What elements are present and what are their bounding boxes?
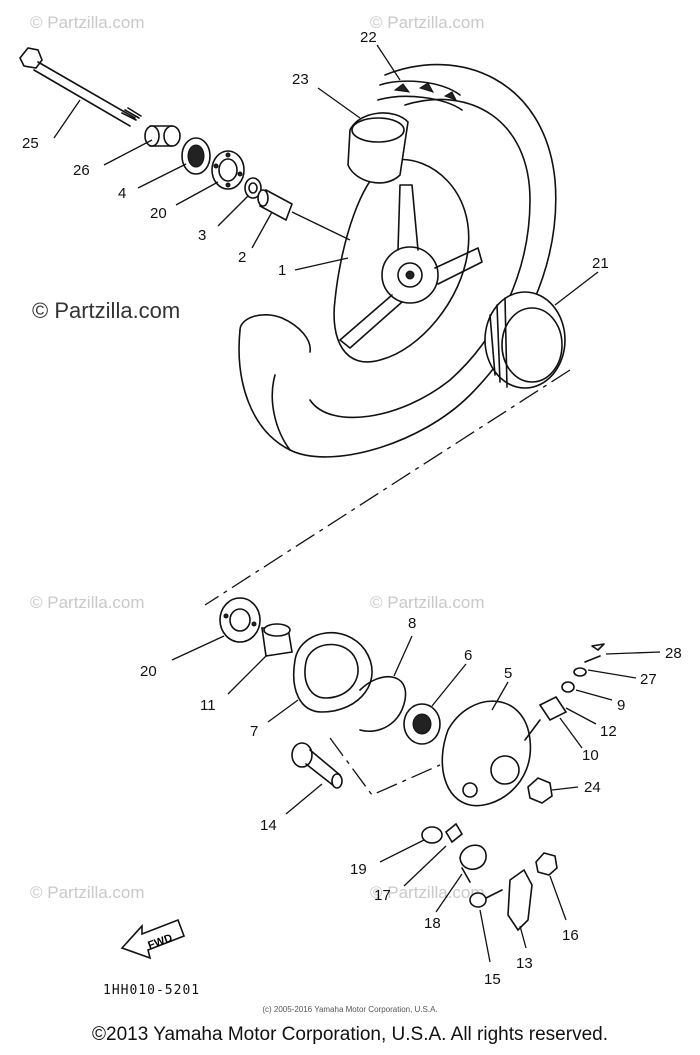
callout-24[interactable]: 24	[584, 779, 601, 796]
callout-4[interactable]: 4	[118, 185, 126, 202]
spring-part[interactable]	[359, 676, 407, 732]
callout-6[interactable]: 6	[464, 647, 472, 664]
callout-23[interactable]: 23	[292, 71, 309, 88]
axle-part[interactable]	[19, 47, 142, 127]
callout-27[interactable]: 27	[640, 671, 657, 688]
nut-part[interactable]	[527, 777, 553, 804]
indicator-part[interactable]	[444, 822, 464, 844]
spacer-part[interactable]	[257, 188, 293, 222]
watermark: © Partzilla.com	[370, 593, 485, 612]
callout-12[interactable]: 12	[600, 723, 617, 740]
small-copyright: (c) 2005-2016 Yamaha Motor Corporation, …	[262, 1005, 438, 1014]
callout-7[interactable]: 7	[250, 723, 258, 740]
callout-8[interactable]: 8	[408, 615, 416, 632]
callout-14[interactable]: 14	[260, 817, 277, 834]
speedometer-joint-part[interactable]	[524, 695, 568, 741]
callout-17[interactable]: 17	[374, 887, 391, 904]
oil-seal-part[interactable]	[403, 703, 441, 745]
bearing-part[interactable]	[219, 597, 261, 643]
callout-10[interactable]: 10	[582, 747, 599, 764]
bolt-part[interactable]	[469, 889, 503, 908]
watermark: © Partzilla.com	[32, 298, 180, 323]
watermark: © Partzilla.com	[370, 13, 485, 32]
callout-20a[interactable]: 20	[150, 205, 167, 222]
callout-20b[interactable]: 20	[140, 663, 157, 680]
callout-21[interactable]: 21	[592, 255, 609, 272]
washer-part[interactable]	[244, 177, 262, 199]
callout-9[interactable]: 9	[617, 697, 625, 714]
watermark: © Partzilla.com	[30, 13, 145, 32]
callout-2[interactable]: 2	[238, 249, 246, 266]
callout-26[interactable]: 26	[73, 162, 90, 179]
clip-part[interactable]	[591, 643, 605, 651]
camshaft-part[interactable]	[291, 742, 343, 789]
brake-drum-ring-part[interactable]	[484, 291, 566, 389]
callout-18[interactable]: 18	[424, 915, 441, 932]
watermark: © Partzilla.com	[30, 593, 145, 612]
callout-5[interactable]: 5	[504, 665, 512, 682]
brake-shoe-plate-part[interactable]	[441, 700, 532, 807]
callout-16[interactable]: 16	[562, 927, 579, 944]
watermark: © Partzilla.com	[30, 883, 145, 902]
callout-13[interactable]: 13	[516, 955, 533, 972]
footer-copyright: ©2013 Yamaha Motor Corporation, U.S.A. A…	[92, 1024, 608, 1045]
seal-part[interactable]	[459, 844, 487, 883]
bearing-part[interactable]	[211, 150, 245, 190]
drawing-code: 1HH010-5201	[103, 983, 201, 998]
brake-shoe-part[interactable]	[293, 632, 373, 713]
callout-25[interactable]: 25	[22, 135, 39, 152]
callout-11[interactable]: 11	[200, 697, 216, 714]
forward-arrow-icon: FWD	[120, 918, 186, 960]
rim-band-part[interactable]	[347, 112, 409, 184]
nut-part[interactable]	[535, 852, 558, 876]
watermark: © Partzilla.com	[370, 883, 485, 902]
callout-19[interactable]: 19	[350, 861, 367, 878]
callout-22[interactable]: 22	[360, 29, 377, 46]
pin-part[interactable]	[584, 655, 601, 663]
wheel-part[interactable]	[238, 63, 557, 458]
washer-part[interactable]	[561, 681, 575, 693]
callout-3[interactable]: 3	[198, 227, 206, 244]
collar-part[interactable]	[261, 623, 293, 657]
callout-1[interactable]: 1	[278, 262, 286, 279]
camshaft-lever-part[interactable]	[507, 868, 533, 932]
washer-part[interactable]	[573, 667, 587, 677]
callout-15[interactable]: 15	[484, 971, 501, 988]
oil-seal-part[interactable]	[181, 137, 211, 175]
callout-28[interactable]: 28	[665, 645, 682, 662]
collar-part[interactable]	[144, 125, 181, 147]
washer-part[interactable]	[421, 826, 443, 844]
